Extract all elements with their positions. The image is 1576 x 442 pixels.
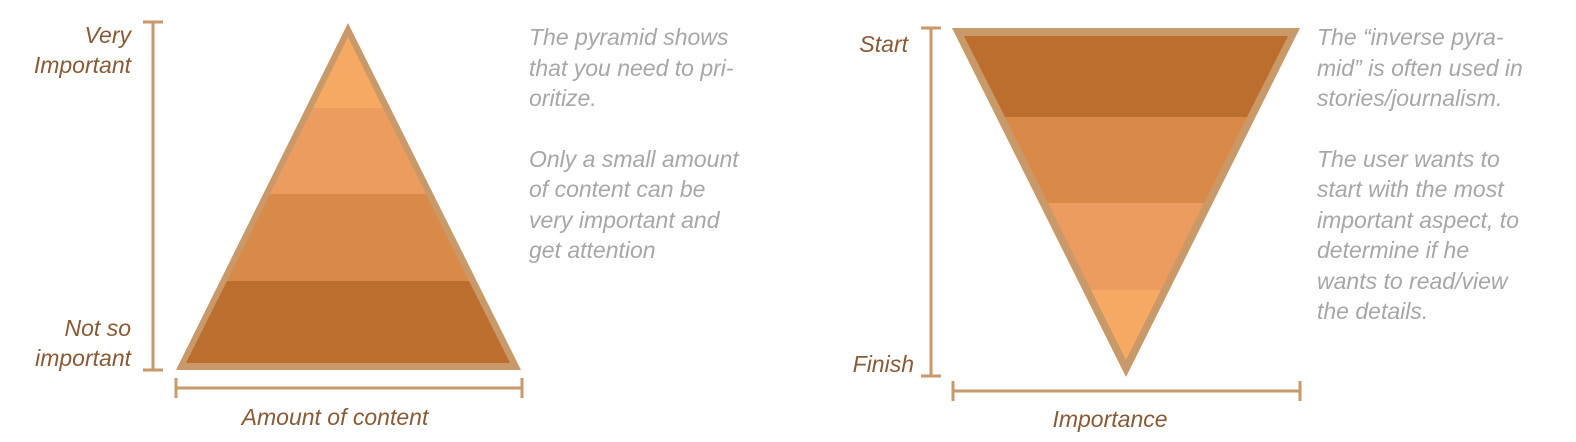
inverse-pyramid-description-paragraph-2: The user wants to start with the most im…	[1317, 145, 1519, 325]
inverse-pyramid-band-top	[964, 36, 1288, 117]
pyramid-description: The pyramid shows that you need to pri- …	[529, 22, 789, 266]
inverse-pyramid-band-bottom	[1091, 290, 1161, 360]
pyramid-bottom-label: Not so important	[35, 315, 131, 371]
inverse-pyramid-top-label: Start	[859, 31, 908, 57]
pyramid-description-paragraph-2: Only a small amount of content can be ve…	[529, 145, 739, 264]
inverse-pyramid-band-3	[1048, 203, 1204, 290]
pyramid-vertical-axis	[143, 20, 163, 372]
inverse-pyramid-band-2	[1005, 117, 1247, 203]
inverse-pyramid-description: The “inverse pyra- mid” is often used in…	[1317, 22, 1573, 327]
pyramid-description-paragraph-1: The pyramid shows that you need to pri- …	[529, 24, 734, 111]
inverse-pyramid-axis-label: Importance	[1052, 406, 1168, 432]
pyramid-band-bottom	[186, 281, 510, 363]
pyramid-top-label: Very Important	[33, 22, 131, 78]
inverse-pyramid-vertical-axis	[921, 26, 941, 378]
pyramid-horizontal-axis	[174, 378, 524, 398]
inverse-pyramid-description-paragraph-1: The “inverse pyra- mid” is often used in…	[1317, 24, 1523, 111]
inverse-pyramid	[952, 28, 1300, 377]
pyramid	[176, 23, 521, 370]
pyramid-band-2	[270, 108, 426, 194]
pyramid-band-3	[227, 194, 469, 281]
inverse-pyramid-bottom-label: Finish	[852, 351, 914, 377]
inverse-pyramid-horizontal-axis	[951, 381, 1302, 401]
pyramid-axis-label: Amount of content	[241, 404, 429, 430]
pyramid-band-top	[313, 37, 383, 108]
